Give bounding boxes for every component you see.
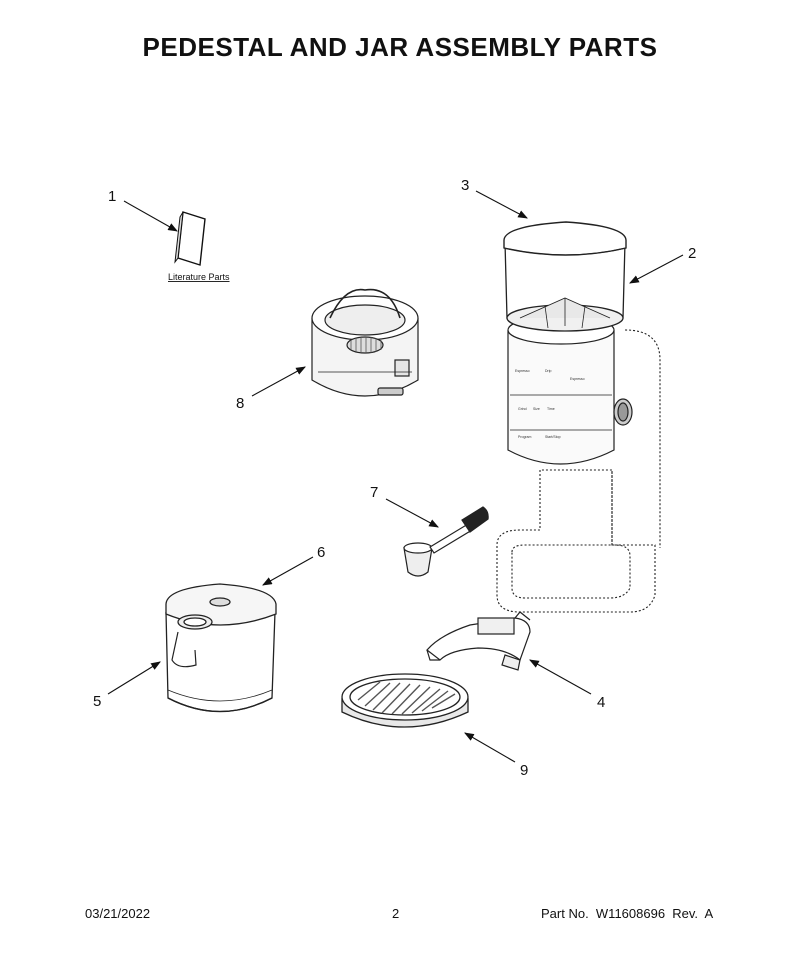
- grinder-motor-housing: [507, 315, 633, 465]
- svg-text:Drip: Drip: [545, 369, 551, 373]
- bean-hopper-jar: [504, 241, 626, 332]
- grinder-base-body: [496, 329, 661, 613]
- footer-page-number: 2: [392, 906, 400, 921]
- callout-1: 1: [108, 188, 116, 205]
- grinder-dial-labels: Espresso Drip Espresso Grind Size Time P…: [515, 369, 585, 439]
- literature-parts-label: Literature Parts: [168, 272, 230, 282]
- callout-3: 3: [461, 177, 469, 194]
- burr-carrier-part: [311, 288, 419, 397]
- svg-text:Espresso: Espresso: [570, 377, 585, 381]
- callout-4: 4: [597, 694, 605, 711]
- page-title: PEDESTAL AND JAR ASSEMBLY PARTS: [142, 32, 658, 62]
- callout-2: 2: [688, 245, 696, 262]
- leader-lines: [107, 190, 684, 763]
- callout-8: 8: [236, 395, 244, 412]
- callout-5: 5: [93, 693, 101, 710]
- literature-booklet: [174, 211, 206, 266]
- callout-7: 7: [370, 484, 378, 501]
- portafilter-holder: [426, 611, 531, 671]
- hopper-lid: [503, 221, 627, 256]
- svg-text:Grind: Grind: [518, 407, 527, 411]
- callout-9: 9: [520, 762, 528, 779]
- callout-6: 6: [317, 544, 325, 561]
- footer-date: 03/21/2022: [85, 906, 151, 921]
- svg-text:Start/Stop: Start/Stop: [545, 435, 561, 439]
- svg-text:Espresso: Espresso: [515, 369, 530, 373]
- footer-part-number: Part No. W11608696 Rev. A: [541, 906, 714, 921]
- drip-tray: [341, 673, 469, 728]
- grounds-container: [165, 611, 276, 713]
- svg-text:Time: Time: [547, 407, 555, 411]
- svg-text:Program: Program: [518, 435, 532, 439]
- grounds-container-lid: [165, 583, 277, 630]
- measuring-scoop: [403, 506, 489, 577]
- svg-text:Size: Size: [533, 407, 540, 411]
